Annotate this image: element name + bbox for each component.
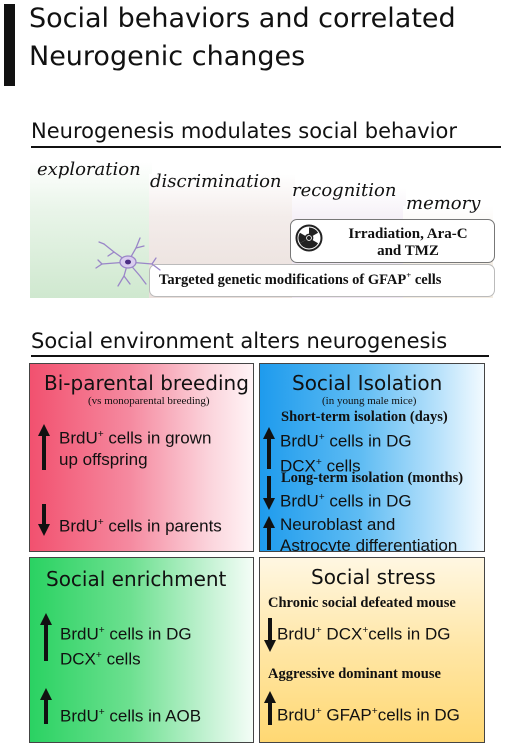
genetic-modification-text: Targeted genetic modifications of GFAP+ … — [159, 270, 442, 288]
dominant-mouse-heading: Aggressive dominant mouse — [268, 666, 441, 682]
inhibition-box — [290, 219, 495, 263]
heading-underline — [31, 355, 489, 357]
stage-exploration-block — [30, 162, 152, 298]
title-line-2: Neurogenic changes — [29, 41, 306, 72]
enrichment-aob-item: BrdU+ cells in AOB — [60, 706, 202, 726]
panel-biparental-breeding: Bi-parental breeding (vs monoparental br… — [29, 363, 254, 552]
panel-social-enrichment: Social enrichment BrdU+ cells in DG DCX+… — [29, 557, 254, 743]
section-heading-text: Social environment alters neurogenesis — [31, 329, 448, 353]
long-term-heading: Long-term isolation (months) — [281, 470, 464, 486]
down-arrow-icon — [262, 476, 276, 510]
up-arrow-icon — [39, 688, 53, 724]
title-bar — [4, 4, 15, 86]
enrichment-dg-items: BrdU+ cells in DG DCX+ cells — [60, 624, 192, 669]
up-arrow-icon — [262, 427, 276, 469]
heading-underline — [31, 146, 501, 148]
up-arrow-icon — [37, 424, 51, 470]
panel-title: Social stress — [311, 565, 436, 589]
inhibition-text: Irradiation, Ara-C and TMZ — [322, 226, 494, 260]
down-arrow-icon — [37, 504, 51, 536]
section-heading-text: Neurogenesis modulates social behavior — [31, 119, 457, 143]
decrease-item: BrdU+ cells in parents — [59, 516, 222, 536]
panel-title: Bi-parental breeding — [44, 371, 249, 395]
stage-label-exploration: exploration — [37, 159, 141, 180]
stage-label-recognition: recognition — [292, 180, 397, 201]
panel-title: Social Isolation — [292, 371, 443, 395]
section-heading-social-environment: Social environment alters neurogenesis — [31, 328, 489, 357]
stage-label-discrimination: discrimination — [150, 171, 282, 192]
panel-subtitle: (vs monoparental breeding) — [88, 395, 210, 407]
up-arrow-icon — [39, 613, 53, 661]
panel-title: Social enrichment — [46, 567, 227, 591]
panel-social-isolation: Social Isolation (in young male mice) Sh… — [259, 363, 485, 552]
page-title: Social behaviors and correlated Neurogen… — [29, 0, 456, 76]
dominant-mouse-item: BrdU+ GFAP+cells in DG — [277, 705, 460, 725]
panel-social-stress: Social stress Chronic social defeated mo… — [259, 557, 485, 743]
panel-subtitle: (in young male mice) — [322, 395, 417, 407]
increase-item: BrdU+ cells in grown up offspring — [59, 428, 212, 469]
section-heading-neurogenesis-modulates: Neurogenesis modulates social behavior — [31, 118, 501, 148]
title-line-1: Social behaviors and correlated — [29, 3, 456, 34]
differentiation-item: Neuroblast and Astrocyte differentiation — [280, 515, 458, 552]
neuron-icon — [95, 237, 161, 287]
radiation-icon — [295, 224, 323, 252]
stage-label-memory: memory — [406, 193, 481, 214]
defeated-mouse-heading: Chronic social defeated mouse — [268, 595, 456, 611]
up-arrow-icon — [263, 691, 277, 725]
short-term-items: BrdU+ cells in DG DCX+ cells — [280, 431, 412, 476]
long-term-item: BrdU+ cells in DG — [280, 491, 412, 511]
inhibition-line-1: Irradiation, Ara-C — [348, 226, 468, 242]
genetic-modification-box — [149, 264, 495, 297]
short-term-heading: Short-term isolation (days) — [281, 409, 448, 425]
defeated-mouse-item: BrdU+ DCX+cells in DG — [277, 624, 451, 644]
inhibition-line-2: and TMZ — [377, 243, 439, 259]
up-arrow-icon — [262, 516, 276, 550]
down-arrow-icon — [263, 618, 277, 652]
